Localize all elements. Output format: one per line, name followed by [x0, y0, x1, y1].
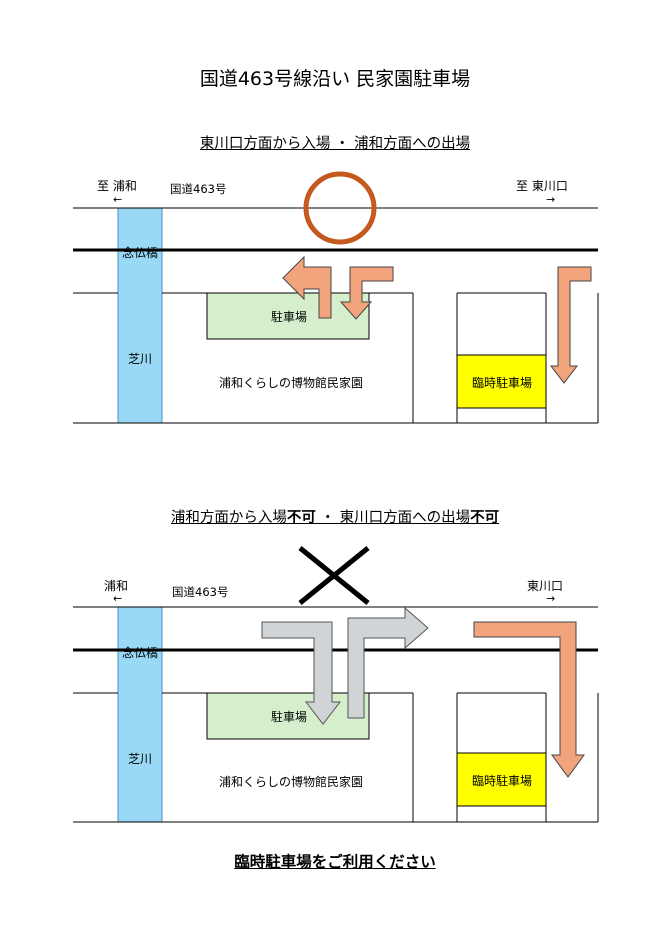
- section1-temp-parking-label: 臨時駐車場: [472, 376, 533, 390]
- section2-temp-parking-area: [456, 752, 547, 807]
- section2-temp-parking-label: 臨時駐車場: [472, 774, 533, 788]
- section1-parking-label: 駐車場: [271, 310, 308, 324]
- section2-right-destination: 東川口: [527, 579, 564, 593]
- section2-bridge-label: 念仏橋: [122, 646, 159, 660]
- section1-river-label: 芝川: [128, 352, 153, 366]
- section1-road-name: 国道463号: [170, 182, 227, 196]
- section2-denied-entry-arrow: [261, 621, 342, 725]
- section2-map: [73, 546, 599, 823]
- section1-allowed-circle: [303, 171, 377, 245]
- section2-museum-label: 浦和くらしの博物館民家園: [219, 775, 364, 789]
- section2-heading-bold2: 不可: [470, 510, 500, 526]
- section1-heading: 東川口方面から入場 ・ 浦和方面への出場: [0, 132, 670, 153]
- section2-river: [117, 606, 163, 823]
- section1-entry-arrow: [339, 266, 394, 320]
- section2-heading-part2: ・ 東川口方面への出場: [315, 510, 471, 526]
- section2-left-arrow: ←: [113, 592, 123, 605]
- section2-heading-bold1: 不可: [286, 510, 316, 526]
- section1-right-destination: 至 東川口: [516, 179, 568, 193]
- section1-left-destination: 至 浦和: [97, 179, 137, 193]
- section2-denied-exit-arrow: [347, 606, 429, 719]
- section2-temp-lot-arrow: [473, 621, 585, 778]
- section2-road-name: 国道463号: [172, 585, 229, 599]
- section1-temp-parking-area: [456, 354, 547, 409]
- section1-bridge-label: 念仏橋: [122, 246, 159, 260]
- section1-parking-area: [206, 292, 370, 340]
- section2-river-label: 芝川: [128, 752, 153, 766]
- section1-exit-arrow: [282, 255, 332, 319]
- section1-left-arrow: ←: [113, 193, 123, 206]
- section1-river: [117, 207, 163, 424]
- section2-heading: 浦和方面から入場不可 ・ 東川口方面への出場不可: [0, 506, 670, 527]
- section1-temp-lot-arrow: [549, 266, 592, 384]
- page-title: 国道463号線沿い 民家園駐車場: [199, 68, 471, 90]
- section2-heading-part1: 浦和方面から入場: [170, 510, 287, 526]
- section1-right-arrow: →: [546, 193, 556, 206]
- section2-right-arrow: →: [546, 592, 556, 605]
- section1-heading-text: 東川口方面から入場 ・ 浦和方面への出場: [199, 136, 471, 152]
- section2-parking-label: 駐車場: [271, 710, 308, 724]
- section2-parking-area: [206, 692, 370, 740]
- section2-denied-cross: [298, 546, 370, 605]
- closing-message: 臨時駐車場をご利用ください: [234, 853, 436, 871]
- section2-left-destination: 浦和: [104, 579, 129, 593]
- section1-map: [73, 171, 599, 424]
- section1-museum-label: 浦和くらしの博物館民家園: [219, 376, 364, 390]
